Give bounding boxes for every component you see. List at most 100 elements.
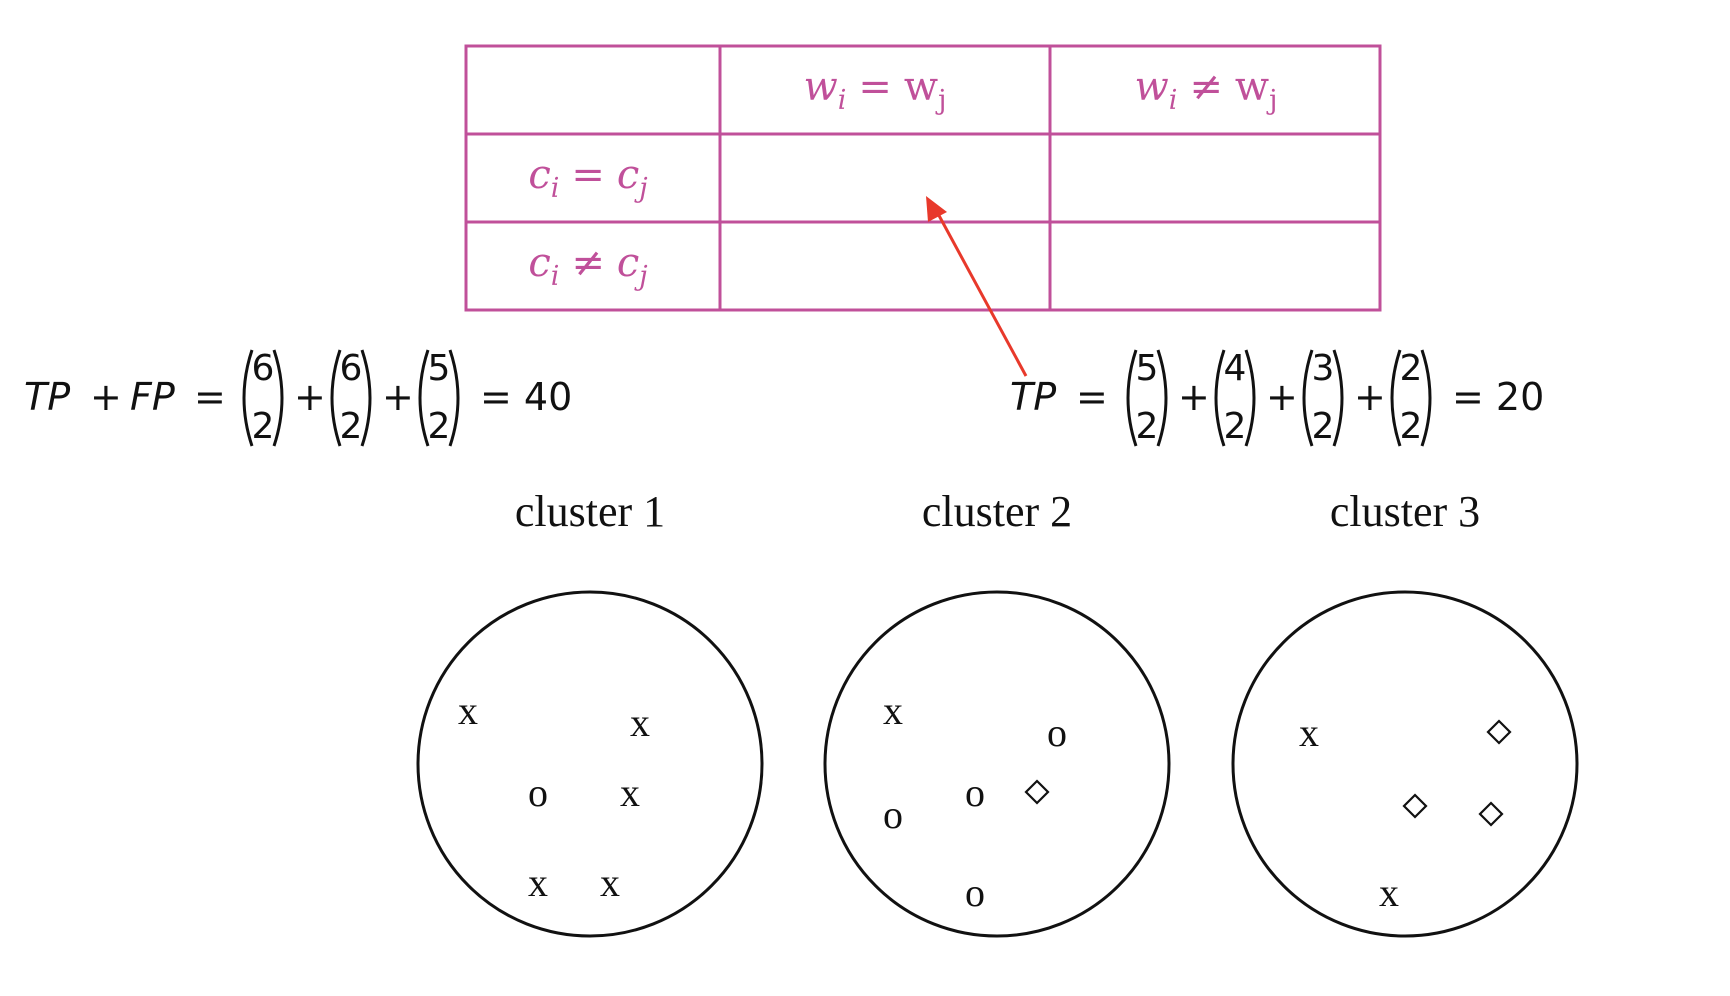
col-header-1-sub-right: j	[935, 85, 946, 116]
col-header-1-sub-left: i	[838, 85, 847, 116]
cluster-circle	[416, 590, 764, 938]
binomial-bottom: 2	[1312, 406, 1335, 447]
o-point: o	[965, 870, 985, 915]
binomial-left-paren	[1126, 349, 1138, 447]
cluster-circle	[1231, 590, 1579, 938]
cluster-label: cluster 3	[1330, 487, 1480, 536]
cluster-circle	[823, 590, 1171, 938]
binomial-right-paren	[272, 349, 284, 447]
arrow-shaft	[934, 209, 1028, 377]
x-point: x	[600, 860, 620, 905]
col-header-2-left: w	[1134, 64, 1168, 110]
cluster-label: cluster 2	[922, 487, 1072, 536]
binomial: 22	[1390, 348, 1432, 447]
equation-term: TP	[24, 375, 70, 419]
binomial-bottom: 2	[1400, 406, 1423, 447]
x-point: x	[458, 688, 478, 733]
equation-term: =	[1076, 375, 1108, 419]
binomial-right-paren	[1156, 349, 1168, 447]
equation-plus: +	[1354, 375, 1386, 419]
arrow-head-icon	[926, 196, 947, 222]
table-border	[464, 44, 1382, 312]
col-header-2-op: ≠	[1189, 64, 1223, 110]
binomial: 52	[418, 348, 460, 447]
binomial-left-paren	[242, 349, 254, 447]
col-header-1-op: =	[858, 64, 892, 110]
col-header-diff-class: wi≠wj	[1134, 64, 1277, 116]
cluster-3: cluster 3 x x	[1231, 487, 1579, 938]
x-point: x	[1299, 710, 1319, 755]
binomial-top: 6	[252, 348, 275, 389]
binomial: 42	[1214, 348, 1256, 447]
equation-tp-plus-fp: TP+FP=62+62+52= 40	[24, 348, 572, 447]
binomial: 62	[242, 348, 284, 447]
binomial: 52	[1126, 348, 1168, 447]
row-header-2-op: ≠	[571, 240, 605, 286]
binomial-top: 5	[1136, 348, 1159, 389]
row-header-1-op: =	[571, 152, 605, 198]
x-point: x	[620, 770, 640, 815]
x-point: x	[528, 860, 548, 905]
binomial-left-paren	[1390, 349, 1402, 447]
o-point: o	[965, 770, 985, 815]
binomial-left-paren	[330, 349, 342, 447]
col-header-2-right: w	[1235, 64, 1269, 110]
binomial-bottom: 2	[1136, 406, 1159, 447]
diamond-point-icon	[1024, 779, 1050, 805]
binomial-right-paren	[360, 349, 372, 447]
equation-result: = 20	[1452, 375, 1544, 419]
equation-term: FP	[130, 375, 175, 419]
equation-plus: +	[294, 375, 326, 419]
equation-result: = 40	[480, 375, 572, 419]
row-header-1-sub-left: i	[551, 173, 560, 204]
equation-plus: +	[1178, 375, 1210, 419]
equation-term: TP	[1010, 375, 1056, 419]
binomial-bottom: 2	[252, 406, 275, 447]
equation-plus: +	[1266, 375, 1298, 419]
binomial-left-paren	[1214, 349, 1226, 447]
binomial-left-paren	[418, 349, 430, 447]
col-header-2-sub-left: i	[1169, 85, 1178, 116]
row-header-same-cluster: ci=cj	[528, 152, 647, 204]
col-header-1-left: w	[803, 64, 837, 110]
cluster-label: cluster 1	[515, 487, 665, 536]
cluster-2: cluster 2 x o o o o	[823, 487, 1171, 938]
row-header-2-sub-left: i	[551, 261, 560, 292]
binomial-top: 3	[1312, 348, 1335, 389]
x-point: x	[883, 688, 903, 733]
binomial-bottom: 2	[340, 406, 363, 447]
col-header-same-class: wi=wj	[803, 64, 946, 116]
binomial-right-paren	[1244, 349, 1256, 447]
binomial-top: 2	[1400, 348, 1423, 389]
diamond-point-icon	[1478, 801, 1504, 827]
row-header-2-right: c	[617, 240, 639, 286]
binomial-right-paren	[448, 349, 460, 447]
row-header-1-right: c	[617, 152, 639, 198]
binomial-left-paren	[1302, 349, 1314, 447]
binomial-right-paren	[1420, 349, 1432, 447]
x-point: x	[1379, 870, 1399, 915]
contingency-table: wi=wj wi≠wj ci=cj ci≠cj	[464, 44, 1382, 312]
diamond-point-icon	[1486, 719, 1512, 745]
binomial: 32	[1302, 348, 1344, 447]
o-point: o	[528, 770, 548, 815]
equation-tp: TP=52+42+32+22= 20	[1010, 348, 1544, 447]
binomial-top: 6	[340, 348, 363, 389]
equation-term: =	[194, 375, 226, 419]
o-point: o	[1047, 710, 1067, 755]
binomial-bottom: 2	[428, 406, 451, 447]
col-header-1-right: w	[904, 64, 938, 110]
x-point: x	[630, 700, 650, 745]
row-header-diff-cluster: ci≠cj	[528, 240, 647, 292]
binomial-bottom: 2	[1224, 406, 1247, 447]
col-header-2-sub-right: j	[1266, 85, 1277, 116]
diamond-point-icon	[1402, 793, 1428, 819]
equation-term: +	[90, 375, 122, 419]
o-point: o	[883, 792, 903, 837]
row-header-1-left: c	[528, 152, 550, 198]
binomial-right-paren	[1332, 349, 1344, 447]
row-header-2-left: c	[528, 240, 550, 286]
